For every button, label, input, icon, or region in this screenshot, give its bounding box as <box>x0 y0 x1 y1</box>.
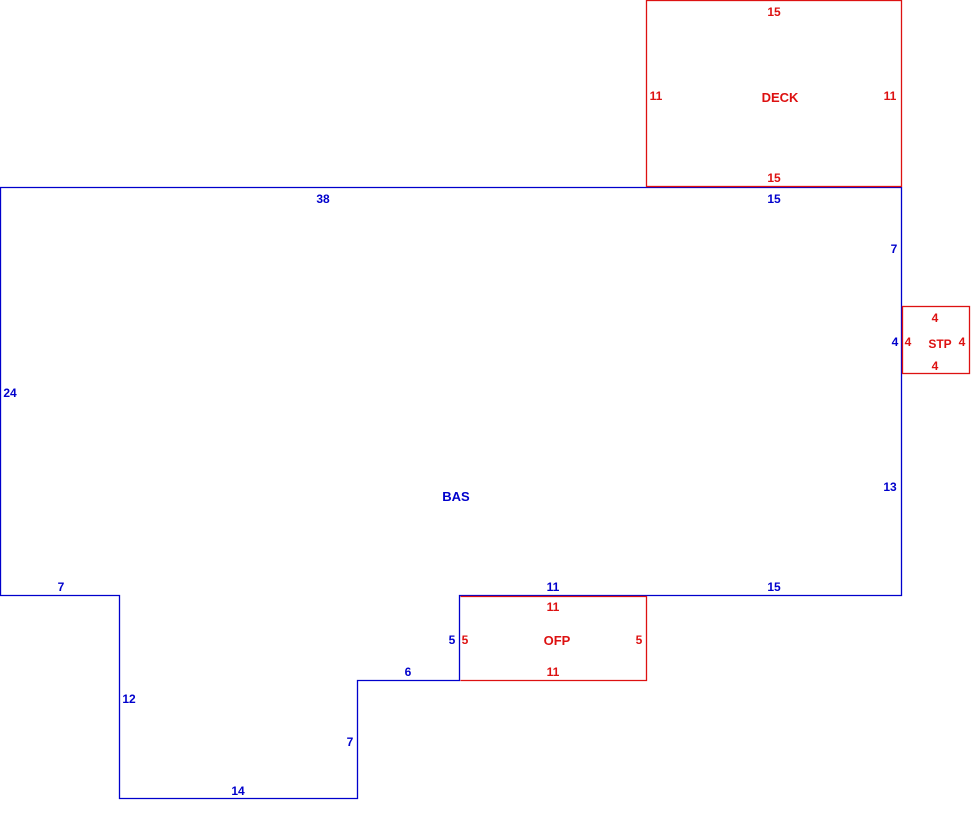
bas-top-left-dim: 38 <box>316 192 330 206</box>
stp-bottom-dim: 4 <box>932 359 939 373</box>
bas-outline <box>0 186 903 800</box>
deck-top-dim: 15 <box>767 5 781 19</box>
ofp-bottom-dim: 11 <box>547 665 560 679</box>
bas-bottom-left-dim: 7 <box>58 580 65 594</box>
bas-step-dim: 6 <box>405 665 412 679</box>
deck-bottom-dim: 15 <box>767 171 781 185</box>
stp-left-dim: 4 <box>905 335 912 349</box>
bas-notch-bottom-dim: 14 <box>231 784 245 798</box>
ofp-top-dim: 11 <box>547 600 560 614</box>
ofp-left-dim: 5 <box>462 633 469 647</box>
bas-bottom-mid-dim: 11 <box>547 580 560 594</box>
stp-area-label: STP <box>928 337 951 351</box>
deck-area-label: DECK <box>762 90 799 105</box>
bas-bottom-right-dim: 15 <box>767 580 781 594</box>
ofp-outline <box>460 595 648 682</box>
ofp-area-label: OFP <box>544 633 571 648</box>
ofp-right-dim: 5 <box>636 633 643 647</box>
bas-ofp-side-dim: 5 <box>449 633 456 647</box>
deck-right-dim: 11 <box>884 89 897 103</box>
deck-left-dim: 11 <box>650 89 663 103</box>
bas-top-right-dim: 15 <box>767 192 781 206</box>
bas-notch-right-dim: 7 <box>347 735 354 749</box>
deck-outline <box>645 0 903 188</box>
bas-left-dim: 24 <box>3 386 17 400</box>
bas-right-upper-dim: 7 <box>891 242 898 256</box>
bas-area-label: BAS <box>442 489 470 504</box>
bas-right-mid-dim: 4 <box>892 335 899 349</box>
bas-right-lower-dim: 13 <box>883 480 897 494</box>
stp-right-dim: 4 <box>959 335 966 349</box>
bas-notch-left-dim: 12 <box>122 692 136 706</box>
stp-top-dim: 4 <box>932 311 939 325</box>
stp-outline <box>901 305 971 375</box>
